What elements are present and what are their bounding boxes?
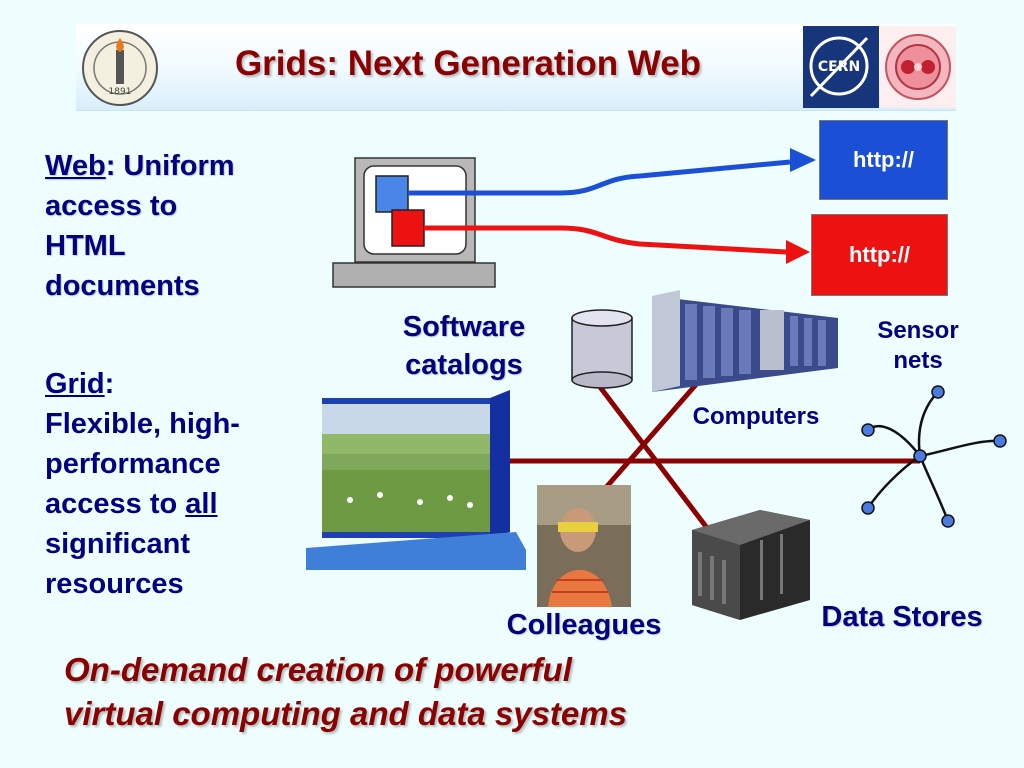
software-catalogs-label: Software catalogs [370, 308, 558, 384]
computers-label: Computers [692, 403, 820, 430]
http-blue-label: http:// [852, 147, 915, 172]
grid-line3: performance [45, 448, 221, 480]
grid-line2: Flexible, high- [45, 408, 240, 440]
computer-cluster-icon [652, 290, 838, 392]
cern-logo-text: CERN [818, 59, 860, 75]
database-cylinder-icon [571, 309, 633, 389]
bottom-statement: On-demand creation of powerful virtual c… [64, 648, 627, 736]
grid-line4-underlined: all [185, 488, 218, 520]
red-document-icon [391, 209, 425, 247]
web-description: Web: Uniform access to HTML documents [45, 146, 235, 306]
grid-colon: : [104, 368, 115, 400]
web-line1-rest: : Uniform [105, 150, 235, 182]
data-store-icon [692, 510, 810, 620]
software-catalogs-line1: Software [402, 311, 526, 343]
http-red-label: http:// [848, 242, 911, 267]
colleagues-label: Colleagues [506, 609, 662, 641]
sensor-nets-line2: nets [893, 347, 943, 374]
caltech-year: 1891 [109, 87, 132, 97]
red-http-arrow [424, 225, 810, 264]
grid-description: Grid: Flexible, high- performance access… [45, 364, 240, 604]
bottom-line1: On-demand creation of powerful [64, 651, 572, 688]
web-term: Web [45, 150, 106, 182]
grid-line6: resources [45, 568, 184, 600]
page-title: Grids: Next Generation Web [234, 44, 702, 83]
cern-logo: CERN [803, 26, 879, 108]
web-line2: access to [45, 190, 178, 222]
sensor-nets-line1: Sensor [877, 317, 959, 344]
grid-line5: significant [45, 528, 191, 560]
web-monitor-icon [332, 157, 496, 288]
blue-http-arrow [408, 148, 816, 196]
sensor-nets-label: Sensor nets [856, 316, 980, 376]
http-red-box: http:// [811, 214, 948, 296]
http-blue-box: http:// [819, 120, 948, 200]
web-line3: HTML [45, 230, 126, 262]
grid-line4-pre: access to [45, 488, 186, 520]
software-catalogs-line2: catalogs [405, 349, 523, 381]
blue-document-icon [375, 175, 409, 213]
sensor-net-icon [866, 391, 1001, 522]
data-stores-label: Data Stores [821, 601, 983, 633]
web-line4: documents [45, 270, 200, 302]
bottom-line2: virtual computing and data systems [64, 695, 627, 732]
grid-term: Grid [45, 368, 105, 400]
detector-logo [880, 26, 956, 108]
grid-monitor-icon [306, 390, 526, 570]
caltech-seal-logo: 1891 [82, 30, 158, 106]
colleague-photo [537, 485, 631, 607]
